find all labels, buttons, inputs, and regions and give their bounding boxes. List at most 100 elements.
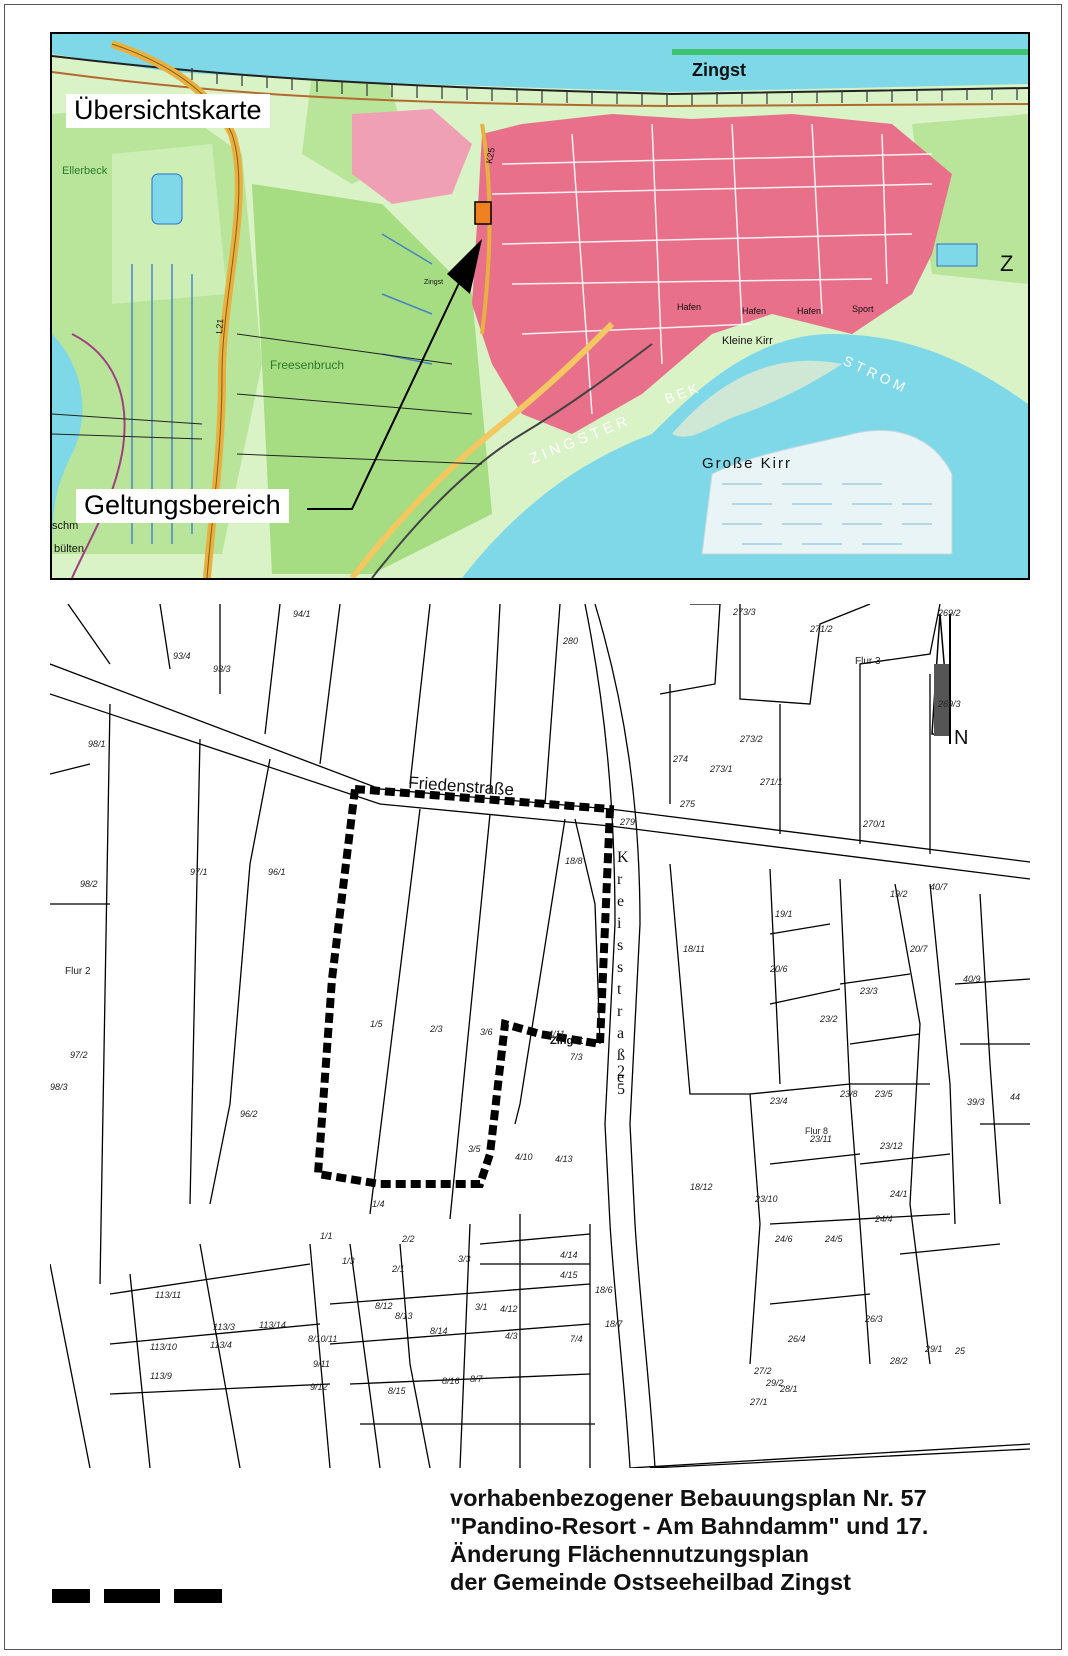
title-line-3: Änderung Flächennutzungsplan: [450, 1541, 810, 1567]
parcel-label: 2/2: [401, 1234, 415, 1244]
parcel-label: 280: [562, 636, 578, 646]
parcel-label: 113/11: [155, 1290, 181, 1300]
parcel-label: 24/6: [774, 1234, 793, 1244]
parcel-label: 96/1: [268, 867, 286, 877]
parcel-label: 8/15: [388, 1386, 407, 1396]
parcel-label: 113/9: [150, 1371, 172, 1381]
parcel-label: 23/2: [819, 1014, 838, 1024]
parcel-label: 4/3: [505, 1331, 518, 1341]
page-frame: [4, 4, 1062, 1650]
zingst-label: Zingst: [550, 1035, 583, 1047]
parcel-label: 44: [1010, 1092, 1020, 1102]
kreisstrasse-letter: K: [617, 849, 629, 866]
parcel-label: 271/2: [809, 624, 833, 634]
place-hafen-1: Hafen: [677, 302, 701, 312]
place-kleine-kirr: Kleine Kirr: [722, 335, 773, 347]
parcel-label: 113/14: [259, 1320, 286, 1330]
parcel-label: 8/7: [470, 1374, 484, 1384]
parcel-label: 29/2: [765, 1378, 784, 1388]
parcel-label: 98/2: [80, 879, 98, 889]
parcel-label: 8/14: [430, 1326, 448, 1336]
parcel-label: 97/2: [70, 1050, 88, 1060]
parcel-label: 7/4: [570, 1334, 583, 1344]
title-line-4: der Gemeinde Ostseeheilbad Zingst: [450, 1569, 851, 1595]
flur-3-label: Flur 3: [855, 656, 881, 667]
place-ellerbeck: Ellerbeck: [62, 165, 108, 177]
parcel-label: 113/10: [150, 1342, 177, 1352]
parcel-label: 4/14: [560, 1250, 578, 1260]
parcel-label: 4/11: [548, 1029, 565, 1039]
title-line-1: vorhabenbezogener Bebauungsplan Nr. 57: [450, 1485, 927, 1511]
parcel-label: 96/2: [240, 1109, 258, 1119]
parcel-label: 24/4: [874, 1214, 893, 1224]
parcel-label: 270/1: [862, 819, 886, 829]
kreisstrasse-letter: 2: [617, 1063, 625, 1080]
parcel-label: 18/7: [605, 1319, 624, 1329]
parcel-label: 98/3: [50, 1082, 68, 1092]
parcel-label: 23/5: [874, 1089, 894, 1099]
place-freesenbruch: Freesenbruch: [270, 358, 344, 372]
parcel-label: 3/6: [480, 1027, 493, 1037]
parcel-label: 8/10/11: [308, 1334, 337, 1344]
kreisstrasse-letter: e: [617, 1069, 624, 1086]
overview-map: Ellerbeck Freesenbruch Zingst Kleine Kir…: [50, 32, 1030, 580]
parcel-label: 273/1: [709, 764, 733, 774]
road-l21: L21: [214, 318, 225, 334]
place-hafen-3: Hafen: [797, 306, 821, 316]
place-zingst: Zingst: [692, 60, 746, 80]
parcel-label: 24/1: [889, 1189, 908, 1199]
parcel-label: 1/4: [372, 1199, 385, 1209]
parcel-label: 4/13: [555, 1154, 573, 1164]
parcel-label: 274: [672, 754, 688, 764]
kreisstrasse-letter: e: [617, 893, 624, 910]
parcel-label: 20/7: [909, 944, 929, 954]
kreisstrasse-letter: s: [617, 937, 623, 954]
parcel-label: 2/3: [429, 1024, 443, 1034]
parcel-label: 97/1: [190, 867, 208, 877]
parcel-label: 19/2: [890, 889, 908, 899]
scope-label: Geltungsbereich: [76, 489, 289, 523]
parcel-label: 23/4: [769, 1096, 788, 1106]
plan-title: vorhabenbezogener Bebauungsplan Nr. 57 "…: [450, 1484, 1040, 1596]
parcel-label: 9/11: [313, 1359, 330, 1369]
kreisstrasse-letter: a: [617, 1025, 624, 1042]
place-zingst-small: Zingst: [424, 279, 443, 286]
parcel-label: 8/12: [375, 1301, 393, 1311]
parcel-label: 7/3: [570, 1052, 583, 1062]
kreisstrasse-letter: r: [617, 1003, 623, 1020]
flur-8-label: Flur 8: [805, 1126, 828, 1136]
parcel-label: 275: [679, 799, 696, 809]
parcel-label: 27/2: [753, 1366, 772, 1376]
parcel-label: 4/12: [500, 1304, 518, 1314]
parcel-label: 271/1: [759, 777, 783, 787]
parcel-label: 93/3: [213, 664, 231, 674]
parcel-label: 113/3: [213, 1322, 235, 1332]
parcel-label: 40/9: [963, 974, 981, 984]
kreisstrasse-letter: 5: [617, 1081, 625, 1098]
parcel-label: 18/6: [595, 1285, 613, 1295]
kreisstrasse-letter: i: [617, 915, 622, 932]
parcel-label: 40/7: [930, 882, 949, 892]
parcel-label: 26/3: [864, 1314, 883, 1324]
parcel-label: 269/2: [937, 608, 961, 618]
parcel-label: 94/1: [293, 609, 311, 619]
parcel-label: 18/11: [683, 944, 705, 954]
overview-map-graphic: Ellerbeck Freesenbruch Zingst Kleine Kir…: [52, 34, 1028, 578]
flur-2-label: Flur 2: [65, 966, 91, 977]
parcel-label: 23/10: [754, 1194, 778, 1204]
place-hafen-2: Hafen: [742, 306, 766, 316]
parcel-label: 26/4: [787, 1334, 806, 1344]
road-k25: K25: [484, 147, 497, 165]
parcel-label: 4/10: [515, 1152, 533, 1162]
parcel-label: 1/5: [370, 1019, 384, 1029]
parcel-label: 113/4: [210, 1340, 232, 1350]
parcel-label: 39/3: [967, 1097, 985, 1107]
parcel-label: 19/1: [775, 909, 793, 919]
parcel-label: 273/3: [732, 607, 756, 617]
north-label: N: [954, 727, 968, 749]
place-grosse-kirr: Große Kirr: [702, 455, 792, 472]
place-bulten: bülten: [54, 543, 84, 555]
kreisstrasse-letter: r: [617, 871, 623, 888]
parcel-label: 4/15: [560, 1270, 579, 1280]
